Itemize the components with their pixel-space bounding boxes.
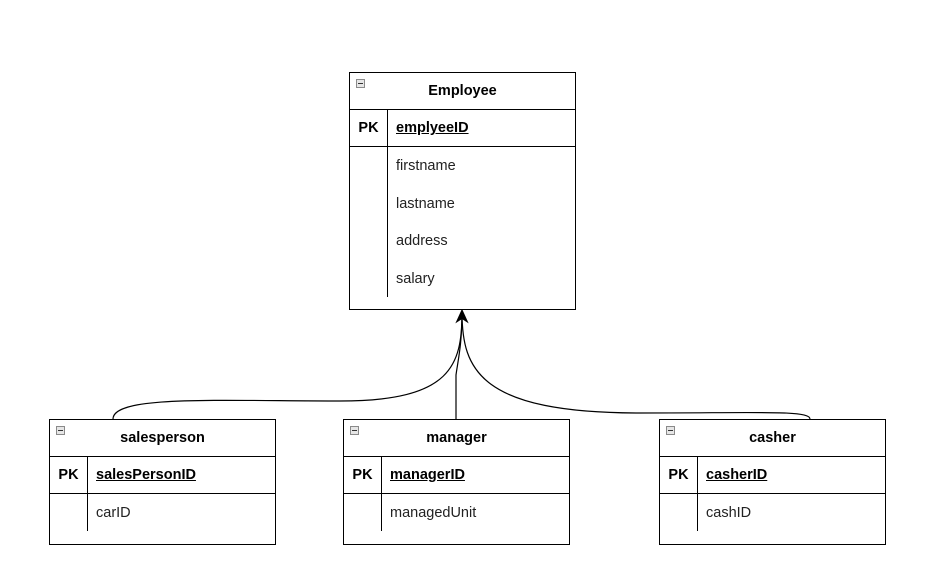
attribute-field[interactable]: firstname bbox=[396, 158, 456, 174]
connector-salesperson-employee bbox=[112, 311, 463, 420]
entity-casher[interactable]: casher PK casherID cashID bbox=[659, 419, 886, 545]
primary-key-field: managerID bbox=[390, 467, 465, 483]
attribute-field[interactable]: address bbox=[396, 233, 448, 249]
column-divider bbox=[387, 147, 388, 297]
pk-label: PK bbox=[358, 120, 379, 136]
entity-manager-attributes: managedUnit bbox=[344, 494, 569, 544]
inheritance-arrowhead bbox=[455, 308, 469, 324]
entity-salesperson-header[interactable]: salesperson bbox=[50, 420, 275, 457]
entity-salesperson-title: salesperson bbox=[120, 430, 205, 446]
column-divider bbox=[87, 457, 88, 493]
primary-key-field: casherID bbox=[706, 467, 768, 483]
primary-key-field: salesPersonID bbox=[96, 467, 196, 483]
column-divider bbox=[381, 457, 382, 493]
entity-employee-title: Employee bbox=[428, 83, 497, 99]
column-divider bbox=[387, 110, 388, 146]
entity-manager-title: manager bbox=[426, 430, 487, 446]
entity-manager-pk-row[interactable]: PK managerID bbox=[344, 457, 569, 494]
entity-manager[interactable]: manager PK managerID managedUnit bbox=[343, 419, 570, 545]
attribute-field[interactable]: cashID bbox=[706, 505, 752, 521]
entity-casher-header[interactable]: casher bbox=[660, 420, 885, 457]
entity-employee[interactable]: Employee PK emplyeeID firstname lastname… bbox=[349, 72, 576, 310]
entity-casher-title: casher bbox=[749, 430, 796, 446]
entity-employee-header[interactable]: Employee bbox=[350, 73, 575, 110]
entity-employee-pk-row[interactable]: PK emplyeeID bbox=[350, 110, 575, 147]
column-divider bbox=[381, 494, 382, 531]
entity-salesperson-attributes: carID bbox=[50, 494, 275, 544]
column-divider bbox=[697, 494, 698, 531]
entity-salesperson[interactable]: salesperson PK salesPersonID carID bbox=[49, 419, 276, 545]
attribute-field[interactable]: carID bbox=[96, 505, 131, 521]
attribute-field[interactable]: managedUnit bbox=[390, 505, 477, 521]
primary-key-field: emplyeeID bbox=[396, 120, 469, 136]
connector-casher-employee bbox=[461, 311, 811, 420]
entity-employee-attributes: firstname lastname address salary bbox=[350, 147, 575, 309]
entity-salesperson-pk-row[interactable]: PK salesPersonID bbox=[50, 457, 275, 494]
attribute-field[interactable]: lastname bbox=[396, 196, 455, 212]
pk-label: PK bbox=[58, 467, 79, 483]
pk-label: PK bbox=[668, 467, 689, 483]
connector-manager-employee bbox=[455, 311, 463, 419]
collapse-icon[interactable] bbox=[666, 426, 675, 435]
entity-casher-pk-row[interactable]: PK casherID bbox=[660, 457, 885, 494]
column-divider bbox=[87, 494, 88, 531]
collapse-icon[interactable] bbox=[56, 426, 65, 435]
collapse-icon[interactable] bbox=[350, 426, 359, 435]
collapse-icon[interactable] bbox=[356, 79, 365, 88]
entity-manager-header[interactable]: manager bbox=[344, 420, 569, 457]
attribute-field[interactable]: salary bbox=[396, 271, 435, 287]
column-divider bbox=[697, 457, 698, 493]
entity-casher-attributes: cashID bbox=[660, 494, 885, 544]
pk-label: PK bbox=[352, 467, 373, 483]
